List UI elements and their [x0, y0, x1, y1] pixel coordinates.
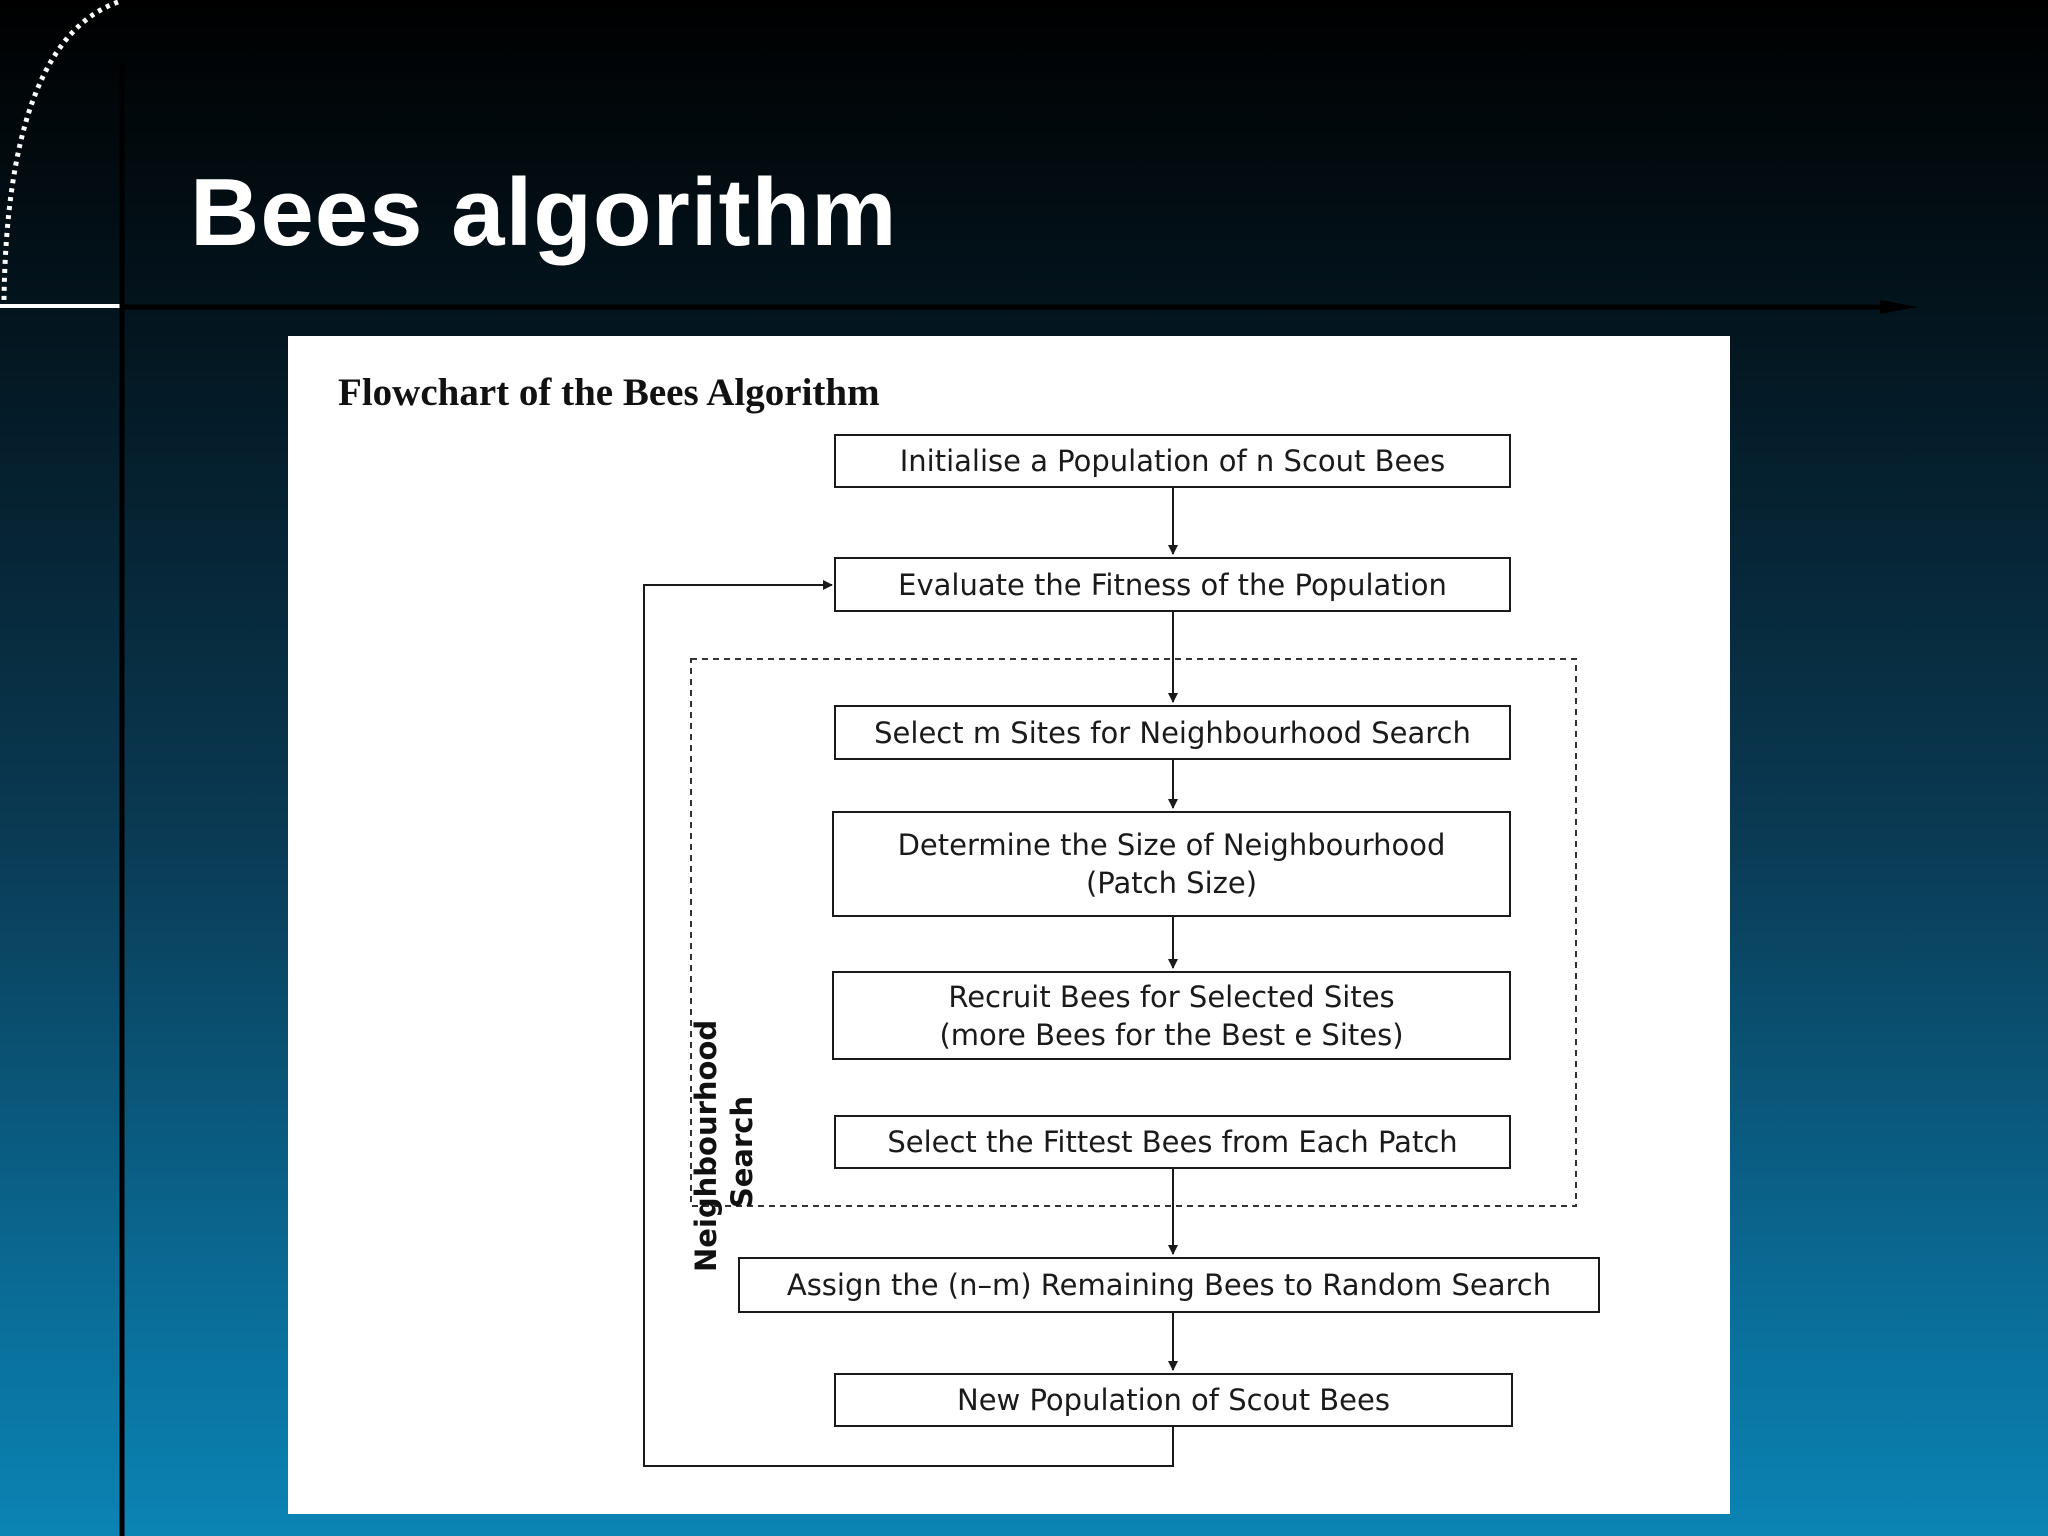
- step-select-sites-text: Select m Sites for Neighbourhood Search: [874, 715, 1471, 750]
- group-label-line-2: Search: [725, 1095, 759, 1209]
- step-new-population: New Population of Scout Bees: [834, 1373, 1513, 1427]
- step-patch-size-line-1: Determine the Size of Neighbourhood: [897, 828, 1446, 862]
- feedback-loop-arrow: [643, 580, 1174, 1467]
- flowchart-figure: Flowchart of the Bees Algorithm Initiali…: [288, 336, 1730, 1514]
- step-select-fittest-text: Select the Fittest Bees from Each Patch: [887, 1125, 1458, 1159]
- step-select-sites: Select m Sites for Neighbourhood Search: [834, 705, 1511, 760]
- step-initialise-text: Initialise a Population of n Scout Bees: [899, 444, 1446, 478]
- slide-title: Bees algorithm: [190, 159, 898, 266]
- flowchart-connectors: [643, 488, 1577, 1467]
- dotted-arc-decoration: [1, 0, 119, 301]
- step-new-population-text: New Population of Scout Bees: [957, 1383, 1390, 1417]
- step-random-search-text: Assign the (n–m) Remaining Bees to Rando…: [786, 1268, 1552, 1302]
- group-label-line-1: Neighbourhood: [689, 1019, 723, 1272]
- step-recruit-bees: Recruit Bees for Selected Sites (more Be…: [832, 971, 1511, 1060]
- title-rule-arrow: [1880, 300, 1918, 314]
- step-evaluate-fitness: Evaluate the Fitness of the Population: [834, 557, 1511, 612]
- step-initialise: Initialise a Population of n Scout Bees: [834, 434, 1511, 488]
- step-select-fittest: Select the Fittest Bees from Each Patch: [834, 1115, 1511, 1169]
- step-patch-size-line-2: (Patch Size): [1085, 866, 1258, 900]
- step-patch-size: Determine the Size of Neighbourhood (Pat…: [832, 811, 1511, 917]
- neighbourhood-search-group: [690, 658, 1577, 1207]
- step-recruit-line-1: Recruit Bees for Selected Sites: [948, 979, 1395, 1014]
- step-evaluate-text: Evaluate the Fitness of the Population: [898, 567, 1447, 602]
- step-random-search: Assign the (n–m) Remaining Bees to Rando…: [738, 1257, 1600, 1313]
- figure-title: Flowchart of the Bees Algorithm: [338, 371, 880, 414]
- step-recruit-line-2: (more Bees for the Best e Sites): [939, 1017, 1404, 1052]
